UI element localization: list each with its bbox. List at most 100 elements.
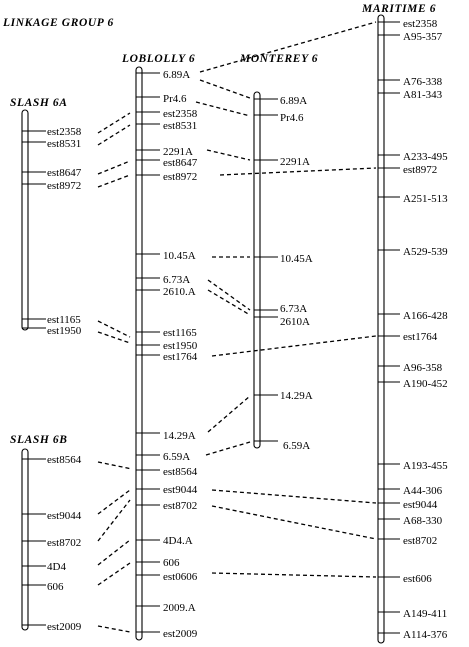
monterey-6-group: MONTEREY 6 6.89A Pr4.6 2291A 10.45A 6.73… [239,53,318,452]
loblolly-6-marker: est8647 [163,157,198,169]
loblolly-6-marker: 2009.A [163,602,196,614]
loblolly-6-marker: 2610.A [163,286,196,298]
loblolly-6-marker: 6.73A [163,274,190,286]
link-606 [97,562,131,586]
slash-6b-title: SLASH 6B [10,434,68,446]
loblolly-6-marker: 4D4.A [163,535,193,547]
slash-6a-group: SLASH 6A est2358 est8531 est8647 est8972… [10,97,82,337]
loblolly-6-bar [135,66,143,641]
loblolly-6-marker: est1950 [163,340,198,352]
loblolly-6-marker: 10.45A [163,250,196,262]
monterey-6-marker: 10.45A [280,253,313,265]
link-est9044 [97,489,131,515]
loblolly-6-marker: est8531 [163,120,197,132]
loblolly-6-marker: 606 [163,557,180,569]
maritime-6-marker: A76-338 [403,76,443,88]
slash-6a-bar [21,109,29,331]
maritime-6-marker: est8702 [403,535,437,547]
maritime-6-title: MARITIME 6 [361,3,436,15]
monterey-6-bar [253,91,261,449]
slash-6b-bar [21,448,29,631]
link-est1165 [97,320,131,338]
maritime-6-marker: est2358 [403,18,438,30]
link-est0606-maritime [211,572,377,578]
link-est1764-maritime [211,335,377,357]
maritime-6-marker: A529-539 [403,246,448,258]
maritime-6-marker: A233-495 [403,151,448,163]
loblolly-6-marker: est8702 [163,500,197,512]
maritime-6-marker: A44-306 [403,485,443,497]
loblolly-6-marker: est8564 [163,466,198,478]
maritime-6-marker: A251-513 [403,193,448,205]
maritime-6-marker: A149-411 [403,608,447,620]
maritime-6-marker: A81-343 [403,89,443,101]
slash-6b-marker: est8564 [47,454,82,466]
maritime-6-group: MARITIME 6 est2358 A95-357 A76-338 A81-3… [361,3,448,644]
slash-6a-marker: est2358 [47,126,82,138]
slash-6a-marker: est1165 [47,314,81,326]
link-est8972-maritime [219,167,377,176]
link-est8564 [97,461,133,470]
link-est2358 [97,112,131,134]
monterey-6-marker: 6.59A [283,440,310,452]
link-est9044-maritime [211,489,377,504]
monterey-6-marker: 6.73A [280,303,307,315]
slash-6b-marker: est9044 [47,510,82,522]
link-pr4-6 [195,101,251,117]
slash-6b-group: SLASH 6B est8564 est9044 est8702 4D4 606… [10,434,82,633]
maritime-6-marker: A193-455 [403,460,448,472]
loblolly-6-marker: 14.29A [163,430,196,442]
link-6-59a [205,441,251,456]
loblolly-6-marker: est0606 [163,571,198,583]
maritime-6-marker: A166-428 [403,310,448,322]
link-14-29a [207,395,251,433]
slash-6b-marker: 606 [47,581,64,593]
maritime-6-marker: est1764 [403,331,438,343]
loblolly-6-title: LOBLOLLY 6 [121,53,195,65]
link-est1950 [97,331,131,344]
loblolly-6-marker: 6.59A [163,451,190,463]
loblolly-6-marker: est8972 [163,171,197,183]
slash-6b-marker: 4D4 [47,561,66,573]
loblolly-6-marker: est1165 [163,327,197,339]
maritime-6-marker: A68-330 [403,515,443,527]
link-est8972 [97,174,131,188]
maritime-6-bar [377,14,385,644]
slash-6a-marker: est8647 [47,167,82,179]
slash-6a-marker: est1950 [47,325,82,337]
loblolly-6-group: LOBLOLLY 6 6.89A Pr4.6 est2358 est8531 2… [121,53,198,641]
slash-6b-marker: est2009 [47,621,82,633]
link-6-89a [199,79,251,99]
link-2291a [206,149,251,161]
maritime-6-marker: est606 [403,573,432,585]
homology-links [97,21,377,633]
maritime-6-marker: A95-357 [403,31,443,43]
loblolly-6-marker: Pr4.6 [163,93,187,105]
link-2610a [207,289,251,316]
monterey-6-marker: 6.89A [280,95,307,107]
maritime-6-marker: est8972 [403,164,437,176]
figure-title: LINKAGE GROUP 6 [2,17,114,29]
link-est8531 [97,124,131,146]
link-est8702-maritime [211,505,377,540]
loblolly-6-marker: est1764 [163,351,198,363]
monterey-6-marker: 2610A [280,316,310,328]
link-est2009 [97,625,131,633]
slash-6a-marker: est8972 [47,180,81,192]
monterey-6-marker: 2291A [280,156,310,168]
link-est8702 [97,499,131,542]
link-est8647 [97,160,131,175]
monterey-6-marker: Pr4.6 [280,112,304,124]
maritime-6-marker: A190-452 [403,378,448,390]
link-6-73a [207,279,251,311]
monterey-6-title: MONTEREY 6 [239,53,318,65]
link-4d4 [97,539,131,566]
loblolly-6-marker: 2291A [163,146,193,158]
slash-6b-marker: est8702 [47,537,81,549]
loblolly-6-marker: est2009 [163,628,198,640]
slash-6a-title: SLASH 6A [10,97,68,109]
maritime-6-marker: A96-358 [403,362,443,374]
monterey-6-marker: 14.29A [280,390,313,402]
link-est2358-maritime [199,21,377,73]
